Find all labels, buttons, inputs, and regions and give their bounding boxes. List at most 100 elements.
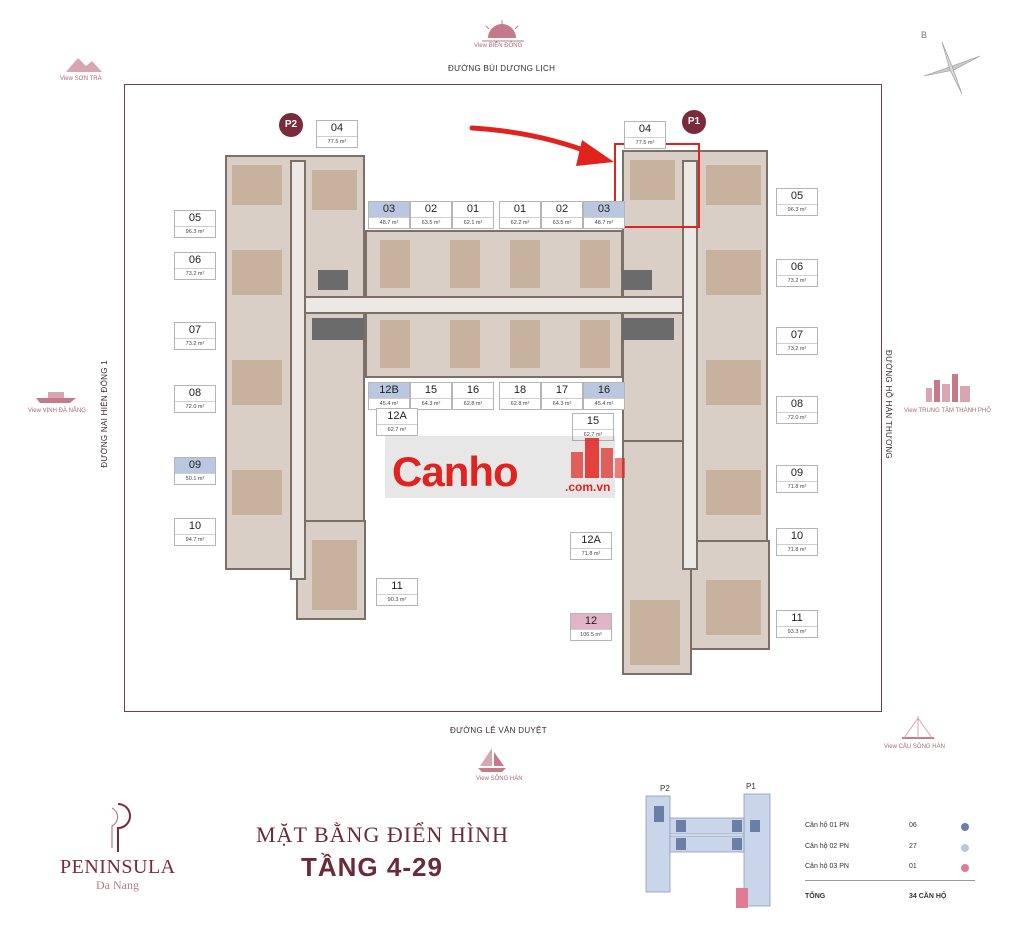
legend-dot-icon: [961, 864, 969, 872]
apartment-room: [510, 240, 540, 288]
legend-row-1br: Căn hộ 01 PN 06: [805, 822, 975, 836]
apartment-room: [706, 250, 761, 295]
legend-dot-icon: [961, 844, 969, 852]
legend-label: Căn hộ 03 PN: [805, 863, 849, 870]
street-west: ĐƯỜNG NAI HIÊN ĐÔNG 1: [100, 360, 109, 468]
apartment-room: [232, 470, 282, 515]
view-south: View SÔNG HÀN: [476, 776, 523, 782]
mini-map-p2-label: P2: [660, 784, 670, 793]
legend-count: 06: [909, 822, 917, 829]
p2-corridor: [290, 160, 306, 580]
watermark-building-icon: [571, 438, 625, 478]
legend-divider: [805, 880, 975, 881]
apartment-room: [580, 240, 610, 288]
watermark-domain: .com.vn: [565, 480, 611, 494]
peninsula-logo-icon: [111, 803, 131, 852]
page-title: MẶT BẰNG ĐIỂN HÌNH: [256, 822, 509, 847]
tower-p2-tag: P2: [279, 113, 303, 137]
apartment-room: [706, 360, 761, 405]
legend-total-value: 34 CĂN HỘ: [909, 893, 947, 900]
legend-count: 01: [909, 863, 917, 870]
apartment-room: [232, 250, 282, 295]
mini-map-p1-label: P1: [746, 782, 756, 791]
legend-dot-icon: [961, 823, 969, 831]
arrow-icon: [469, 125, 614, 166]
street-south: ĐƯỜNG LÊ VĂN DUYỆT: [450, 726, 547, 735]
p1-corridor: [682, 160, 698, 570]
tower-p1-tag: P1: [682, 110, 706, 134]
view-north-west: View SƠN TRÀ: [60, 76, 102, 82]
stair-core: [318, 270, 348, 290]
city-skyline-icon: [926, 374, 970, 402]
brand-city: Da Nang: [96, 878, 139, 892]
legend-total-label: TỔNG: [805, 893, 826, 900]
apartment-room: [706, 470, 761, 515]
apartment-room: [706, 580, 761, 635]
apartment-room: [580, 320, 610, 368]
watermark-text: Canho: [392, 448, 519, 495]
compass-icon: [923, 41, 981, 95]
elevator-core: [622, 318, 674, 340]
page-subtitle: TẦNG 4-29: [301, 852, 443, 882]
apartment-room: [232, 165, 282, 205]
stair-core: [622, 270, 652, 290]
apartment-room: [450, 320, 480, 368]
ship-icon: [36, 392, 76, 403]
apartment-room: [510, 320, 540, 368]
apartment-room: [380, 320, 410, 368]
sunrise-icon: [482, 20, 524, 42]
legend-row-3br: Căn hộ 03 PN 01: [805, 863, 975, 877]
apartment-room: [232, 360, 282, 405]
bridge-icon: [902, 716, 934, 739]
apartment-room: [630, 600, 680, 665]
apartment-room: [706, 165, 761, 205]
apartment-room: [630, 160, 675, 200]
mini-key-plan: [645, 793, 771, 908]
apartment-room: [380, 240, 410, 288]
sailboat-icon: [478, 748, 506, 772]
legend-count: 27: [909, 843, 917, 850]
legend-label: Căn hộ 01 PN: [805, 822, 849, 829]
street-north: ĐƯỜNG BÙI DƯƠNG LỊCH: [448, 64, 556, 73]
legend-label: Căn hộ 02 PN: [805, 843, 849, 850]
apartment-room: [312, 170, 357, 210]
main-corridor: [290, 296, 690, 314]
view-east: View TRUNG TÂM THÀNH PHỐ: [904, 408, 991, 414]
highlight-box: [614, 143, 700, 228]
view-north: View BIỂN ĐÔNG: [474, 43, 523, 49]
apartment-room: [312, 540, 357, 610]
legend-row-2br: Căn hộ 02 PN 27: [805, 843, 975, 857]
